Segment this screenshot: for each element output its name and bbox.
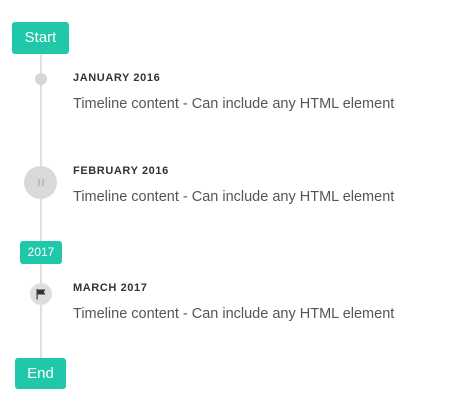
timeline-item-date: MARCH 2017	[73, 282, 148, 294]
timeline-item-content: Timeline content - Can include any HTML …	[73, 306, 395, 322]
pause-icon	[37, 179, 44, 186]
flag-icon	[36, 289, 46, 300]
timeline-start-badge: Start	[12, 22, 69, 54]
timeline-year-badge: 2017	[20, 241, 62, 264]
timeline-item-content: Timeline content - Can include any HTML …	[73, 96, 395, 112]
timeline-item-date: FEBRUARY 2016	[73, 165, 169, 177]
timeline-marker-pause	[24, 166, 57, 199]
timeline-item-date: JANUARY 2016	[73, 72, 161, 84]
timeline-item-content: Timeline content - Can include any HTML …	[73, 189, 395, 205]
timeline-item: MARCH 2017 Timeline content - Can includ…	[73, 281, 394, 323]
timeline-item: JANUARY 2016 Timeline content - Can incl…	[73, 71, 394, 113]
timeline-end-badge: End	[15, 358, 66, 389]
timeline-item: FEBRUARY 2016 Timeline content - Can inc…	[73, 164, 394, 206]
timeline-line	[40, 50, 42, 362]
timeline-marker-dot	[35, 73, 47, 85]
timeline-marker-flag	[30, 283, 52, 305]
